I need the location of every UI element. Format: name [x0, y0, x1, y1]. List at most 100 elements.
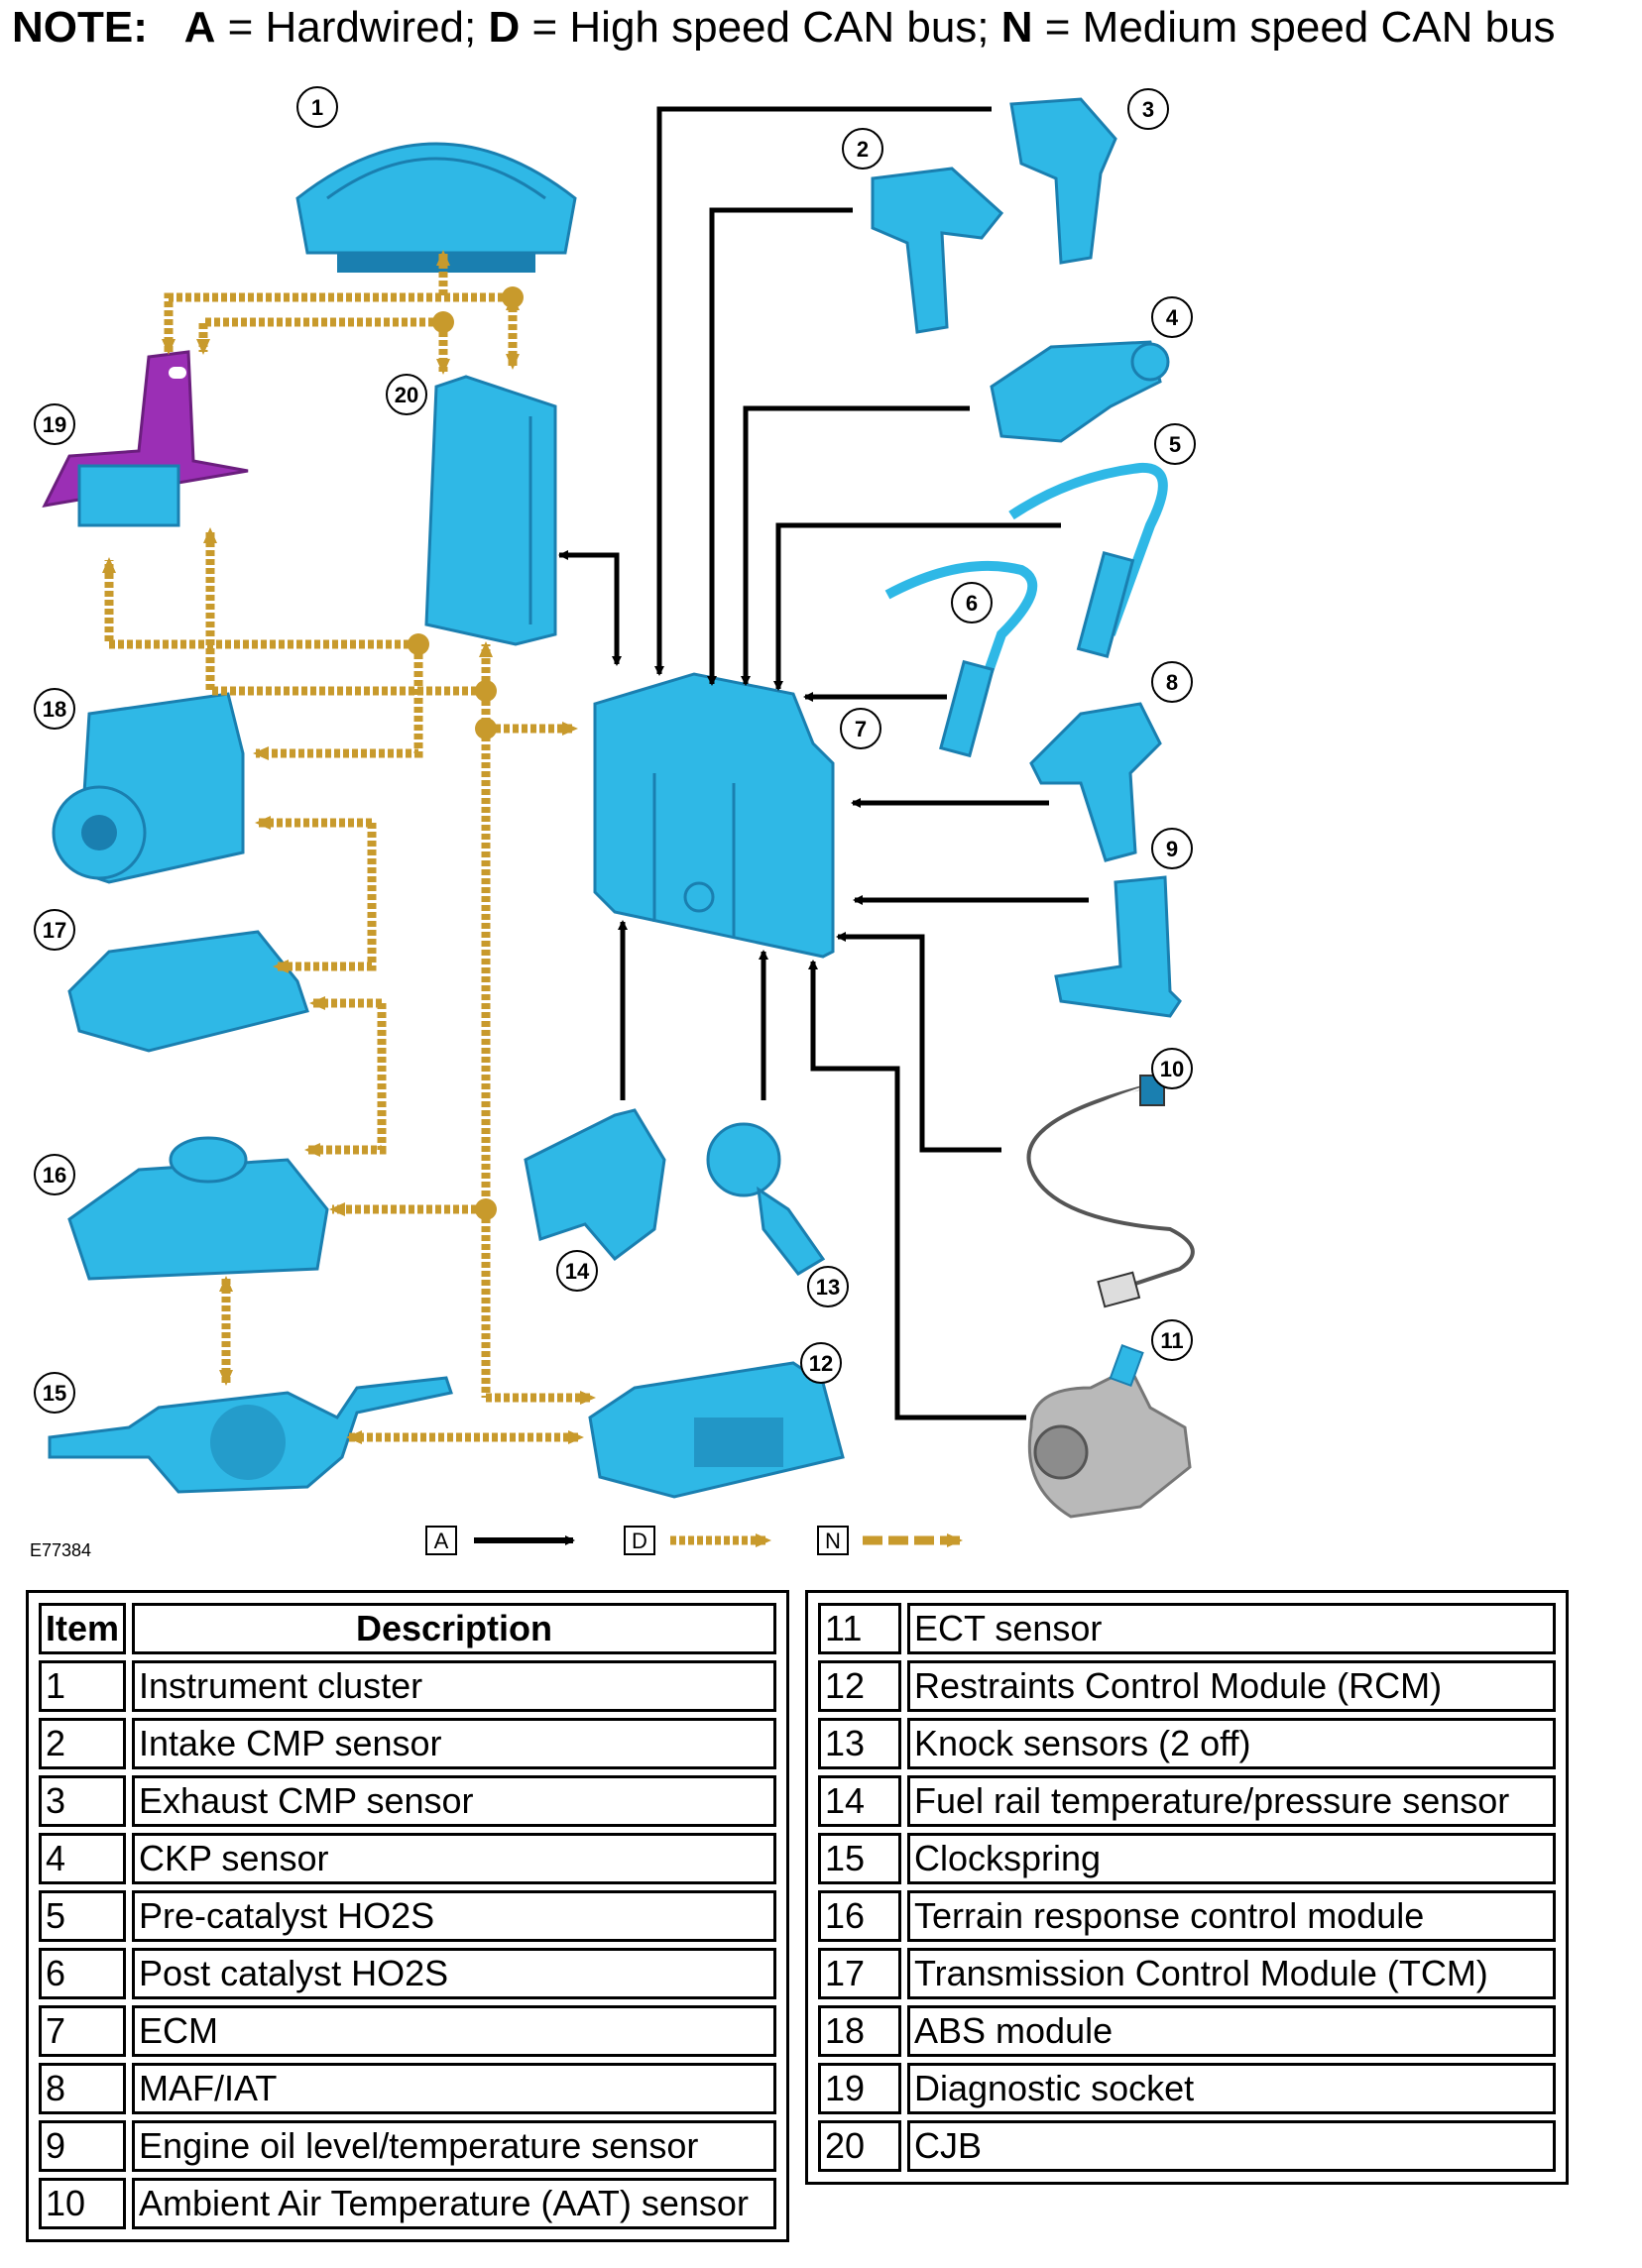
callout-10-text: 10 — [1160, 1057, 1184, 1081]
note-line: NOTE: A = Hardwired; D = High speed CAN … — [12, 2, 1556, 54]
note-text-n: = Medium speed CAN bus — [1032, 3, 1556, 52]
item-description: Post catalyst HO2S — [132, 1948, 776, 1999]
item-number: 17 — [818, 1948, 901, 1999]
ect-sensor — [1027, 1344, 1192, 1519]
callout-2-text: 2 — [857, 137, 869, 162]
callout-7-text: 7 — [855, 717, 867, 741]
item-number: 4 — [39, 1833, 127, 1884]
item-number: 10 — [39, 2178, 127, 2229]
tcm — [67, 930, 309, 1053]
callout-3: 3 — [1127, 88, 1169, 130]
callout-15-text: 15 — [43, 1381, 66, 1406]
note-prefix: NOTE: — [12, 3, 148, 52]
callout-6: 6 — [951, 582, 993, 624]
item-description: ECM — [132, 2005, 776, 2057]
callout-16: 16 — [34, 1154, 75, 1195]
callout-14: 14 — [556, 1250, 598, 1292]
item-description: Fuel rail temperature/pressure sensor — [907, 1775, 1556, 1827]
note-text-d: = High speed CAN bus; — [520, 3, 1001, 52]
terrain-response-module — [67, 1136, 329, 1281]
callout-15: 15 — [34, 1372, 75, 1414]
callouts: 1 2 3 4 5 6 7 8 9 10 11 12 13 14 15 16 1… — [34, 86, 1196, 1414]
callout-3-text: 3 — [1142, 97, 1154, 122]
callout-16-text: 16 — [43, 1163, 66, 1188]
rcm — [588, 1361, 845, 1499]
note-text-a: = Hardwired; — [215, 3, 489, 52]
item-number: 13 — [818, 1718, 901, 1769]
can-bus-lines — [102, 250, 596, 1444]
header-item: Item — [39, 1603, 127, 1654]
item-number: 3 — [39, 1775, 127, 1827]
callout-12: 12 — [800, 1342, 842, 1384]
abs-module — [52, 692, 245, 884]
callout-2: 2 — [842, 128, 883, 170]
item-description: Diagnostic socket — [907, 2063, 1556, 2114]
callout-11: 11 — [1151, 1319, 1193, 1361]
pre-catalyst-ho2s — [1008, 462, 1168, 659]
maf-iat-sensor — [1029, 702, 1162, 862]
item-description: MAF/IAT — [132, 2063, 776, 2114]
item-number: 18 — [818, 2005, 901, 2057]
callout-8-text: 8 — [1166, 670, 1178, 695]
callout-17: 17 — [34, 909, 75, 951]
intake-cmp-sensor — [871, 167, 1004, 334]
legend-medium-speed-can: N — [817, 1526, 963, 1555]
callout-19: 19 — [34, 403, 75, 445]
callout-20: 20 — [386, 374, 427, 415]
callout-1: 1 — [296, 86, 338, 128]
legend-high-speed-can: D — [624, 1526, 771, 1555]
callout-5-text: 5 — [1169, 432, 1181, 457]
note-key-n: N — [1000, 3, 1033, 52]
item-number: 16 — [818, 1890, 901, 1942]
item-number: 6 — [39, 1948, 127, 1999]
callout-7: 7 — [840, 708, 881, 749]
ckp-sensor — [990, 340, 1170, 443]
callout-11-text: 11 — [1160, 1328, 1183, 1353]
legend-key-d: D — [632, 1529, 647, 1553]
item-description: Knock sensors (2 off) — [907, 1718, 1556, 1769]
fuel-rail-sensor — [524, 1108, 666, 1262]
callout-13: 13 — [807, 1266, 849, 1307]
item-number: 14 — [818, 1775, 901, 1827]
callout-10: 10 — [1151, 1048, 1193, 1089]
callout-9: 9 — [1151, 828, 1193, 869]
item-number: 12 — [818, 1660, 901, 1712]
engine-oil-sensor — [1054, 875, 1182, 1018]
can-junctions — [408, 286, 524, 1220]
legend-key-n: N — [825, 1529, 841, 1553]
aat-sensor — [1026, 1075, 1195, 1308]
line-legend: A D N — [425, 1526, 963, 1555]
callout-6-text: 6 — [966, 591, 978, 616]
callout-12-text: 12 — [809, 1351, 833, 1376]
item-description: Engine oil level/temperature sensor — [132, 2120, 776, 2172]
legend-key-a: A — [434, 1529, 449, 1553]
item-description: Ambient Air Temperature (AAT) sensor — [132, 2178, 776, 2229]
item-description: Clockspring — [907, 1833, 1556, 1884]
item-description: Instrument cluster — [132, 1660, 776, 1712]
item-number: 20 — [818, 2120, 901, 2172]
instrument-cluster — [295, 142, 577, 273]
callout-14-text: 14 — [565, 1259, 590, 1284]
callout-8: 8 — [1151, 661, 1193, 703]
callout-19-text: 19 — [43, 412, 66, 437]
item-number: 2 — [39, 1718, 127, 1769]
item-number: 8 — [39, 2063, 127, 2114]
item-description: Intake CMP sensor — [132, 1718, 776, 1769]
